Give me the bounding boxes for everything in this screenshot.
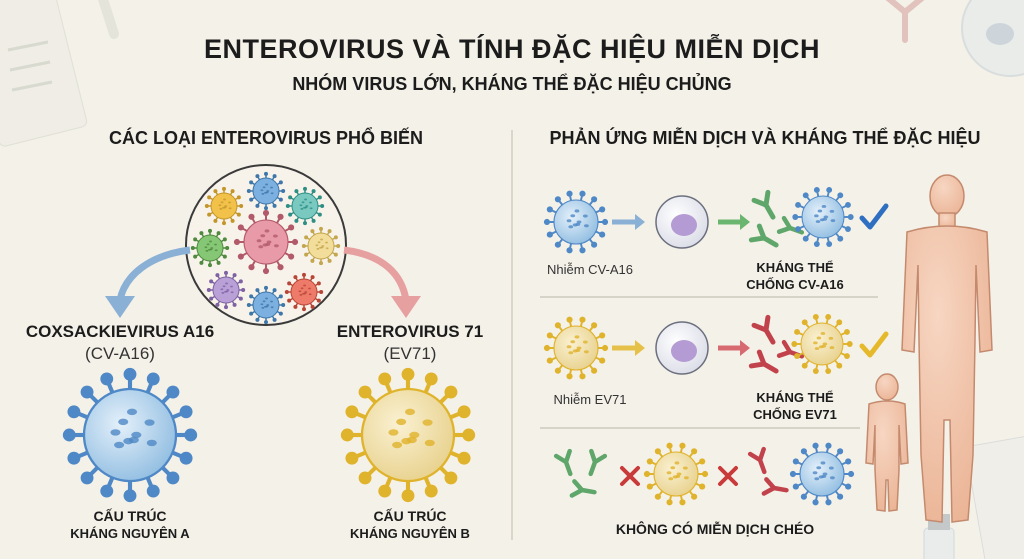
pen-decoration — [98, 0, 119, 39]
mini-virus-6-icon — [301, 226, 341, 266]
row2-antibody-icon-2 — [748, 349, 779, 374]
row3-antibody-b-icon-2 — [761, 477, 789, 496]
row2-antibody-icon-1 — [751, 314, 776, 345]
row2-antibody-line2: CHỐNG EV71 — [753, 407, 837, 422]
ev71-abbr: (EV71) — [383, 344, 437, 363]
ev71-virus-illustration — [340, 367, 476, 503]
row1-antibody-icon-2 — [748, 223, 779, 248]
cva16-abbr: (CV-A16) — [85, 344, 155, 363]
row2-check-icon — [859, 331, 889, 358]
row2-antibody-line1: KHÁNG THỂ — [756, 390, 834, 405]
row2-infection-label: Nhiễm EV71 — [553, 392, 627, 407]
row1-antibody-line1: KHÁNG THỂ — [756, 260, 834, 275]
arrow-to-ev71 — [343, 246, 410, 301]
ev71-caption-line2: KHÁNG NGUYÊN B — [350, 526, 470, 541]
arrow-to-cva16-head — [105, 296, 135, 318]
row1-infection-label: Nhiễm CV-A16 — [547, 262, 633, 277]
mini-virus-8-icon — [246, 285, 286, 325]
row2-arrow-1 — [612, 340, 645, 356]
row3-cva16-virus-icon — [789, 442, 855, 506]
mini-virus-5-icon — [233, 209, 299, 275]
ev71-virus-icon — [340, 367, 476, 503]
immune-response-rows — [543, 187, 889, 506]
row1-virus-icon — [543, 190, 609, 254]
row3-antibody-a-icon-3 — [569, 479, 597, 498]
row3-antibody-b-icon-1 — [747, 446, 767, 475]
right-section-heading: PHẢN ỨNG MIỄN DỊCH VÀ KHÁNG THỂ ĐẶC HIỆU — [549, 128, 981, 148]
row1-check-icon — [859, 203, 889, 230]
child-silhouette — [865, 373, 909, 512]
enterovirus-types-cluster — [190, 171, 341, 325]
row2-immune-cell-icon — [655, 321, 709, 375]
page-subtitle: NHÓM VIRUS LỚN, KHÁNG THỂ ĐẶC HIỆU CHỦNG — [292, 74, 732, 94]
petri-dish-decoration — [961, 0, 1024, 77]
row1-arrow-1 — [612, 214, 645, 230]
mini-virus-3-icon — [285, 186, 325, 226]
mini-virus-2-icon — [246, 171, 286, 211]
mini-virus-9-icon — [284, 272, 324, 312]
adult-silhouette — [901, 174, 993, 523]
antibody-decoration — [885, 0, 925, 43]
cva16-virus-icon — [62, 367, 198, 503]
cva16-virus-illustration — [62, 367, 198, 503]
notebook-decoration — [965, 435, 1024, 559]
row2-target-virus-icon — [791, 314, 853, 374]
row3-antibody-a-icon-2 — [588, 448, 608, 477]
mini-virus-7-icon — [206, 270, 246, 310]
arrow-to-ev71-head — [391, 296, 421, 318]
row2-arrow-2 — [718, 340, 750, 356]
no-cross-immunity-label: KHÔNG CÓ MIỄN DỊCH CHÉO — [615, 521, 815, 537]
ev71-name: ENTEROVIRUS 71 — [336, 322, 484, 341]
row1-antibody-line2: CHỐNG CV-A16 — [746, 277, 844, 292]
row3-cross-icon-1 — [620, 466, 640, 486]
page-title: ENTEROVIRUS VÀ TÍNH ĐẶC HIỆU MIỄN DỊCH — [203, 34, 821, 64]
cva16-caption-line1: CẤU TRÚC — [93, 508, 167, 524]
mini-virus-1-icon — [204, 186, 244, 226]
row1-antibody-icon-1 — [751, 189, 776, 220]
cva16-caption-line2: KHÁNG NGUYÊN A — [70, 526, 190, 541]
ev71-caption-line1: CẤU TRÚC — [373, 508, 447, 524]
prescription-paper-decoration — [0, 0, 88, 147]
left-section-heading: CÁC LOẠI ENTEROVIRUS PHỔ BIẾN — [108, 128, 424, 148]
arrow-to-cva16 — [116, 246, 191, 301]
row2-virus-icon — [543, 316, 609, 380]
row3-ev71-virus-icon — [643, 442, 709, 506]
mini-virus-4-icon — [190, 228, 230, 268]
row3-cross-icon-2 — [718, 466, 738, 486]
row1-immune-cell-icon — [655, 195, 709, 249]
row1-arrow-2 — [718, 214, 750, 230]
row3-antibody-a-icon-1 — [553, 448, 573, 477]
cva16-name: COXSACKIEVIRUS A16 — [25, 322, 215, 341]
row1-target-virus-icon — [792, 187, 854, 247]
